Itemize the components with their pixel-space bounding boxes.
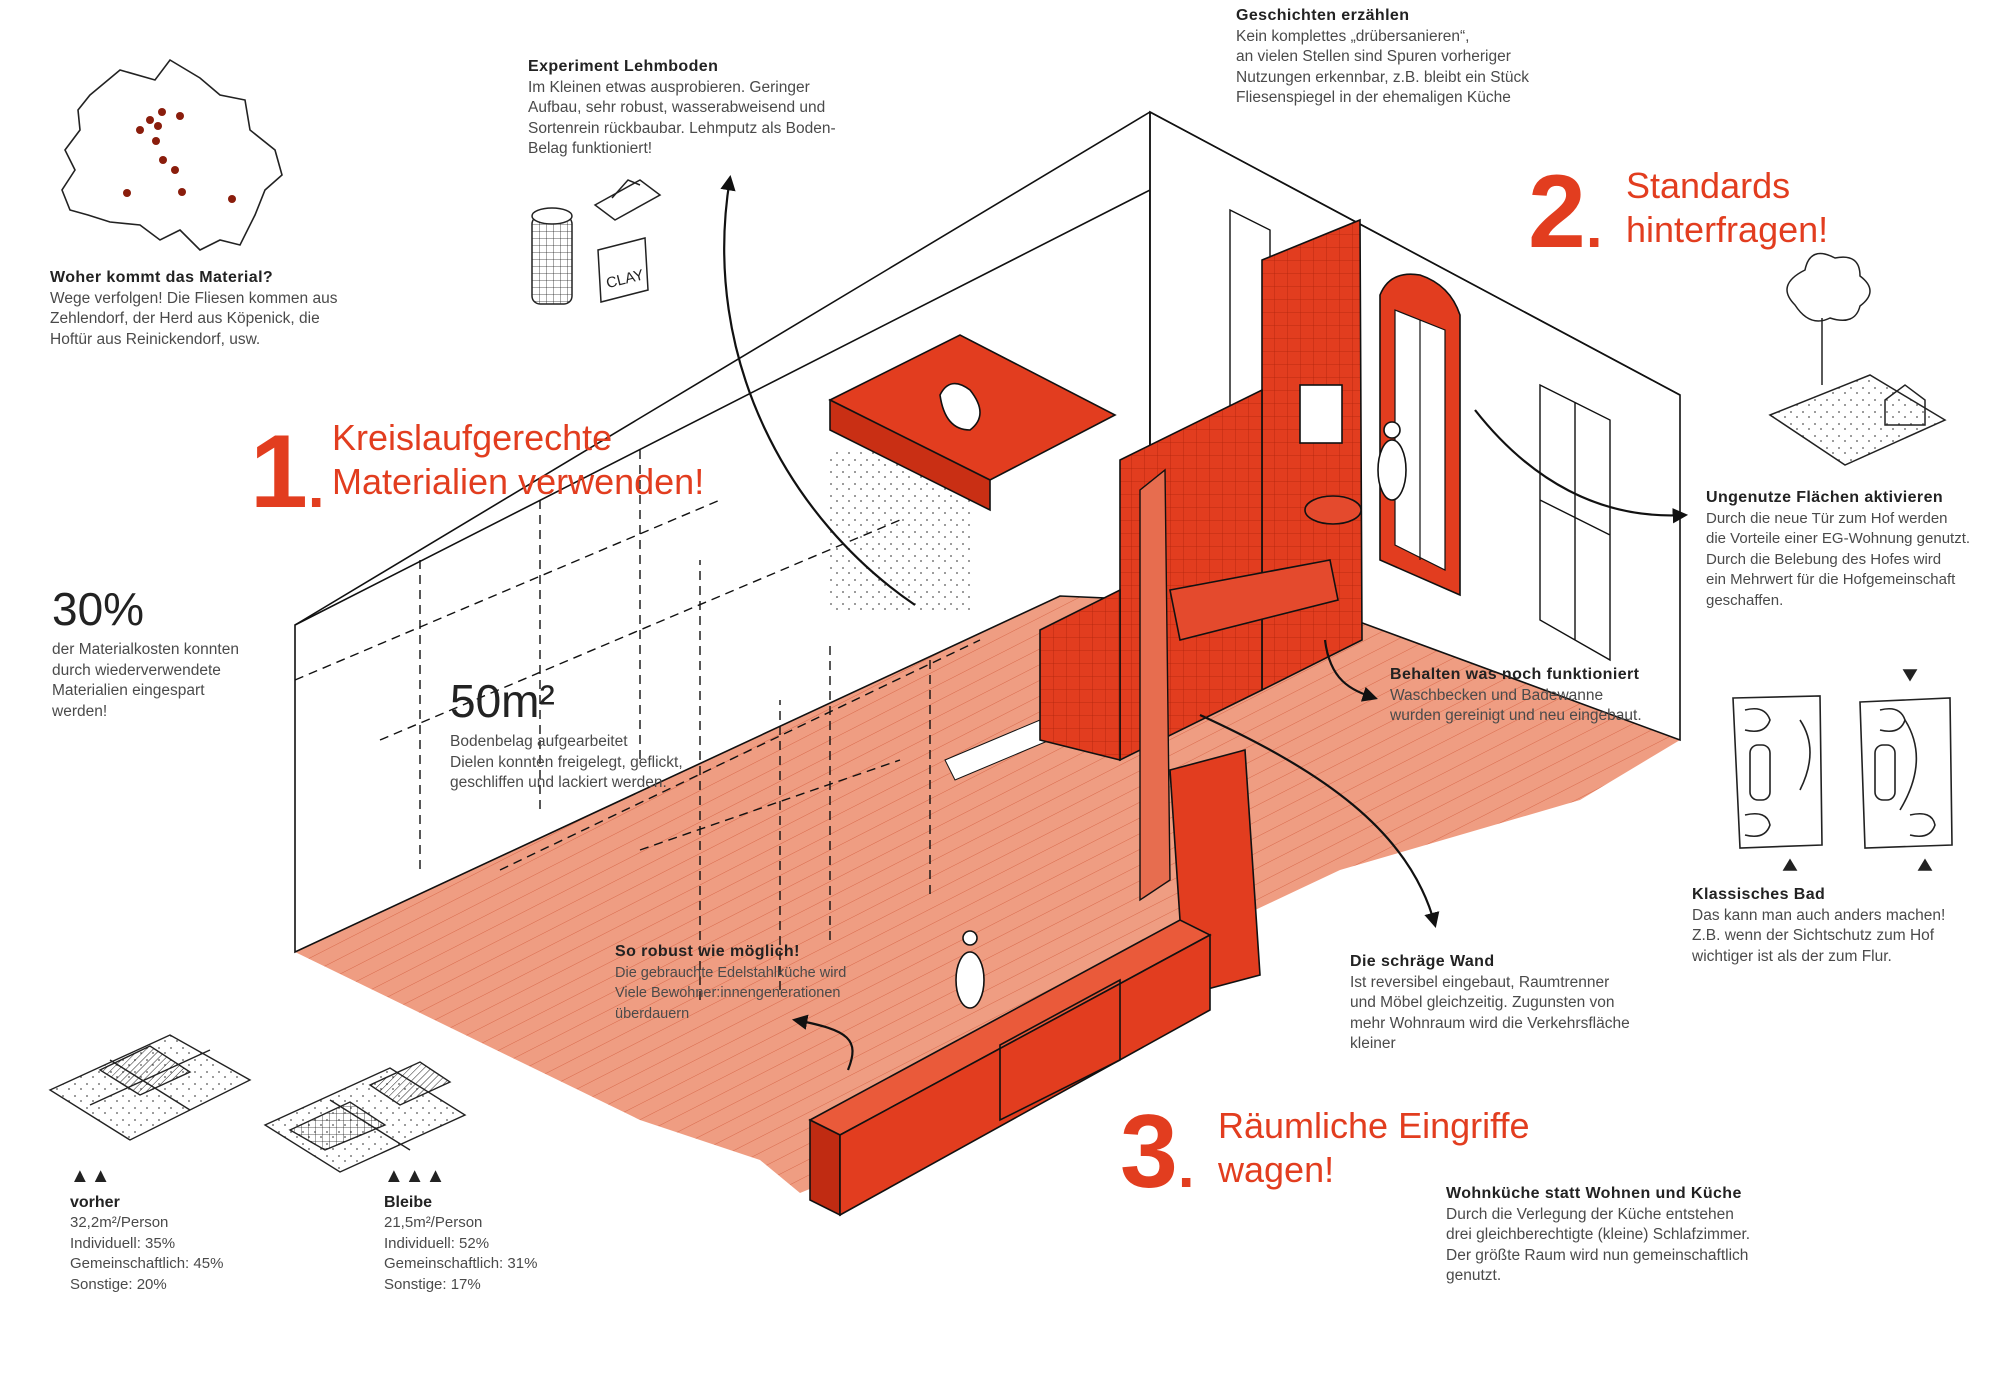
note-wand-body: Ist reversibel eingebaut, Raumtrenner un… bbox=[1350, 973, 1630, 1053]
kitchen-counter bbox=[808, 748, 1261, 1217]
headline-1-number: 1 bbox=[250, 414, 308, 530]
note-flaechen-body: Durch die neue Tür zum Hof werden die Vo… bbox=[1706, 509, 1971, 609]
persons-icon: ▲▲ bbox=[70, 1165, 112, 1187]
note-behalten-title: Behalten was noch funktioniert bbox=[1390, 666, 1640, 683]
courtyard-door bbox=[1379, 273, 1461, 597]
note-lehmboden-title: Experiment Lehmboden bbox=[528, 58, 719, 75]
comparison-vorher-line: 32,2m²/Person bbox=[70, 1214, 169, 1231]
note-robust-title: So robust wie möglich! bbox=[615, 943, 800, 960]
note-wohnkueche-body: Durch die Verlegung der Küche entstehen … bbox=[1446, 1205, 1751, 1285]
floor-planks bbox=[295, 596, 1680, 1193]
note-geschichten-title: Geschichten erzählen bbox=[1236, 7, 1410, 24]
note-robust: So robust wie möglich! Die gebrauchte Ed… bbox=[615, 942, 846, 1024]
note-lehmboden-body: Im Kleinen etwas ausprobieren. Geringer … bbox=[528, 78, 836, 158]
berlin-map-sketch bbox=[61, 58, 283, 251]
stat-kosten: 30% der Materialkosten konnten durch wie… bbox=[52, 586, 239, 722]
note-flaechen-title: Ungenutze Flächen aktivieren bbox=[1706, 489, 1944, 506]
note-material-body: Wege verfolgen! Die Fliesen kommen aus Z… bbox=[50, 289, 338, 348]
lehmboden-sketch: CLAY bbox=[531, 179, 662, 305]
stat-boden-value: 50m² bbox=[450, 675, 555, 727]
headline-3-text: Räumliche Eingriffe wagen! bbox=[1218, 1105, 1530, 1190]
note-lehmboden: Experiment Lehmboden Im Kleinen etwas au… bbox=[528, 57, 836, 160]
note-robust-body: Die gebrauchte Edelstahlküche wird Viele… bbox=[615, 964, 847, 1022]
annotation-arrows bbox=[720, 174, 1689, 1071]
comparison-bleibe-line: 21,5m²/Person bbox=[384, 1214, 483, 1231]
comparison-bleibe-line: Sonstige: 17% bbox=[384, 1275, 481, 1293]
people-figures bbox=[955, 421, 1407, 1009]
plan-sketch-bleibe bbox=[263, 1061, 467, 1173]
stat-kosten-text: der Materialkosten konnten durch wiederv… bbox=[52, 641, 239, 720]
plan-sketch-vorher bbox=[48, 1034, 252, 1141]
comparison-vorher-name: vorher bbox=[70, 1193, 120, 1211]
note-wohnkueche-title: Wohnküche statt Wohnen und Küche bbox=[1446, 1185, 1742, 1202]
headline-2-number: 2 bbox=[1528, 154, 1586, 270]
note-wand-title: Die schräge Wand bbox=[1350, 953, 1495, 970]
comparison-vorher: ▲▲ vorher 32,2m²/Person Individuell: 35%… bbox=[70, 1166, 223, 1295]
headline-3: 3. Räumliche Eingriffe wagen! bbox=[1120, 1100, 1529, 1204]
clay-floor-platform bbox=[828, 334, 1117, 512]
courtyard-sketch bbox=[1768, 252, 1947, 466]
note-wand: Die schräge Wand Ist reversibel eingebau… bbox=[1350, 952, 1630, 1055]
bathroom-plans bbox=[1732, 669, 1953, 871]
note-material-title: Woher kommt das Material? bbox=[50, 269, 274, 286]
material-source-dots bbox=[123, 108, 236, 203]
headline-2: 2. Standards hinterfragen! bbox=[1528, 160, 1828, 264]
stat-kosten-value: 30% bbox=[52, 583, 145, 635]
note-flaechen: Ungenutze Flächen aktivieren Durch die n… bbox=[1706, 488, 1970, 611]
comparison-vorher-line: Individuell: 35% bbox=[70, 1234, 176, 1252]
note-geschichten: Geschichten erzählen Kein komplettes „dr… bbox=[1236, 6, 1529, 109]
headline-3-number: 3 bbox=[1120, 1094, 1178, 1210]
headline-1-text: Kreislaufgerechte Materialien verwenden! bbox=[332, 417, 705, 502]
comparison-vorher-line: Sonstige: 20% bbox=[70, 1275, 167, 1293]
slanted-wall bbox=[1139, 468, 1171, 902]
comparison-bleibe-line: Individuell: 52% bbox=[384, 1234, 490, 1252]
comparison-bleibe: ▲▲▲ Bleibe 21,5m²/Person Individuell: 52… bbox=[384, 1166, 537, 1295]
note-behalten: Behalten was noch funktioniert Waschbeck… bbox=[1390, 665, 1642, 727]
note-material: Woher kommt das Material? Wege verfolgen… bbox=[50, 268, 337, 350]
note-wohnkueche: Wohnküche statt Wohnen und Küche Durch d… bbox=[1446, 1184, 1750, 1287]
headline-2-text: Standards hinterfragen! bbox=[1626, 165, 1829, 250]
stat-boden-text: Bodenbelag aufgearbeitet Dielen konnten … bbox=[450, 733, 683, 791]
note-bad-body: Das kann man auch anders machen! Z.B. we… bbox=[1692, 906, 1946, 965]
comparison-vorher-line: Gemeinschaftlich: 45% bbox=[70, 1255, 224, 1272]
comparison-bleibe-name: Bleibe bbox=[384, 1193, 433, 1211]
comparison-bleibe-line: Gemeinschaftlich: 31% bbox=[384, 1255, 538, 1272]
note-behalten-body: Waschbecken und Badewanne wurden gereini… bbox=[1390, 686, 1642, 725]
stat-boden: 50m² Bodenbelag aufgearbeitet Dielen kon… bbox=[450, 678, 683, 794]
note-bad: Klassisches Bad Das kann man auch anders… bbox=[1692, 885, 1945, 967]
persons-icon: ▲▲▲ bbox=[384, 1165, 447, 1187]
headline-1: 1. Kreislaufgerechte Materialien verwend… bbox=[250, 417, 704, 524]
note-bad-title: Klassisches Bad bbox=[1692, 886, 1826, 903]
note-geschichten-body: Kein komplettes „drübersanieren“, an vie… bbox=[1236, 27, 1529, 107]
